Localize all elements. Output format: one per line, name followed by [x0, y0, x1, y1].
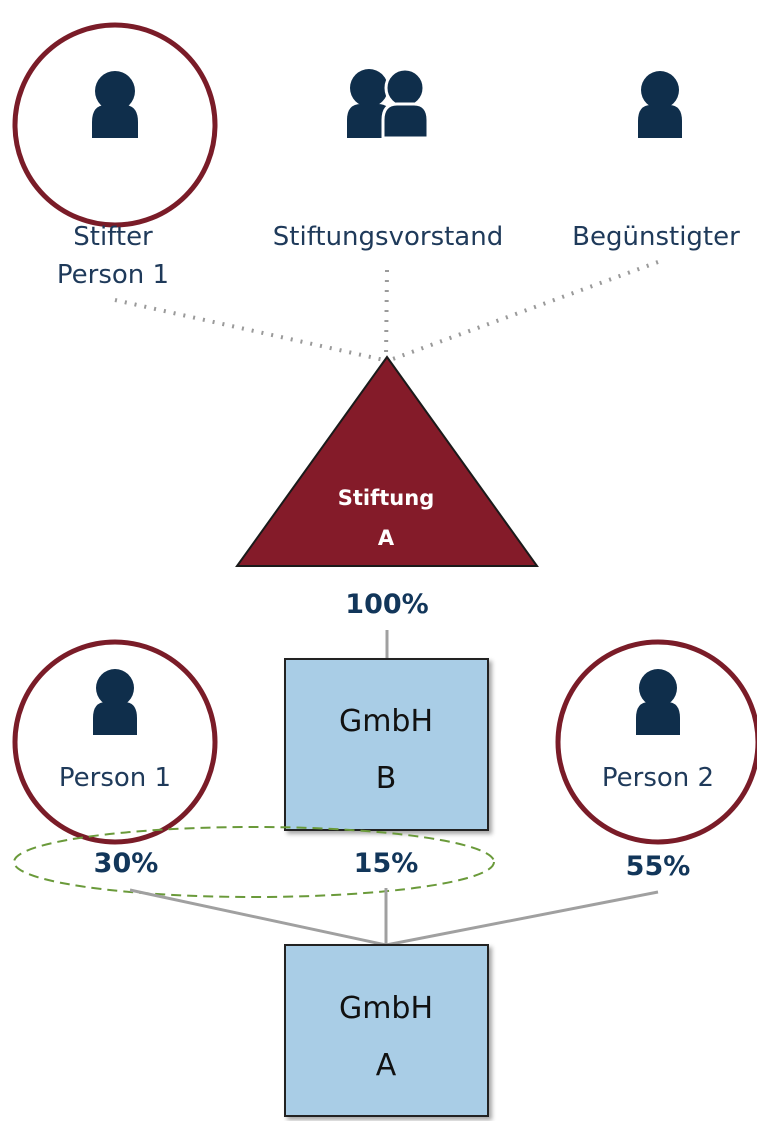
connector-stifter	[114, 298, 385, 362]
gmbh-a-box	[284, 944, 489, 1117]
beguenstigter-person-icon	[638, 71, 682, 138]
person2-label: Person 2	[602, 763, 714, 793]
connector-person2-gmbh-a	[385, 890, 659, 947]
ownership-100-label: 100%	[345, 589, 428, 620]
person1-circle	[12, 639, 218, 845]
vorstand-group-icon	[347, 67, 430, 140]
stifter-label-line2: Person 1	[57, 260, 169, 290]
connector-person1-gmbh-a	[129, 888, 387, 947]
person2-person-icon	[636, 669, 680, 735]
vorstand-label: Stiftungsvorstand	[273, 222, 503, 252]
stiftung-label-line1: Stiftung	[338, 486, 434, 510]
gmbh-a-connectors	[129, 888, 659, 947]
gmbh-a-label-line2: A	[376, 1048, 397, 1083]
person2-circle	[555, 639, 757, 845]
person1-label: Person 1	[59, 763, 171, 793]
connector-vorstand	[384, 269, 389, 359]
connector-beguenstigter	[389, 260, 659, 362]
combined-stake-ellipse	[13, 826, 495, 898]
gmbh-b-box	[284, 658, 489, 831]
beguenstigter-label: Begünstigter	[572, 222, 740, 252]
gmbh-b-label-line2: B	[376, 761, 397, 796]
stiftung-triangle	[235, 355, 539, 567]
role-connectors	[114, 260, 659, 362]
gmbh-b-label-line1: GmbH	[339, 704, 433, 739]
gmbh-a-label-line1: GmbH	[339, 991, 433, 1026]
ownership-15-label: 15%	[354, 848, 419, 879]
ownership-55-label: 55%	[626, 851, 691, 882]
stifter-person-icon	[92, 71, 138, 138]
stifter-circle	[12, 22, 218, 228]
ownership-30-label: 30%	[94, 848, 159, 879]
person1-person-icon	[93, 669, 137, 735]
stifter-label-line1: Stifter	[73, 222, 153, 252]
stiftung-label-line2: A	[378, 526, 395, 550]
